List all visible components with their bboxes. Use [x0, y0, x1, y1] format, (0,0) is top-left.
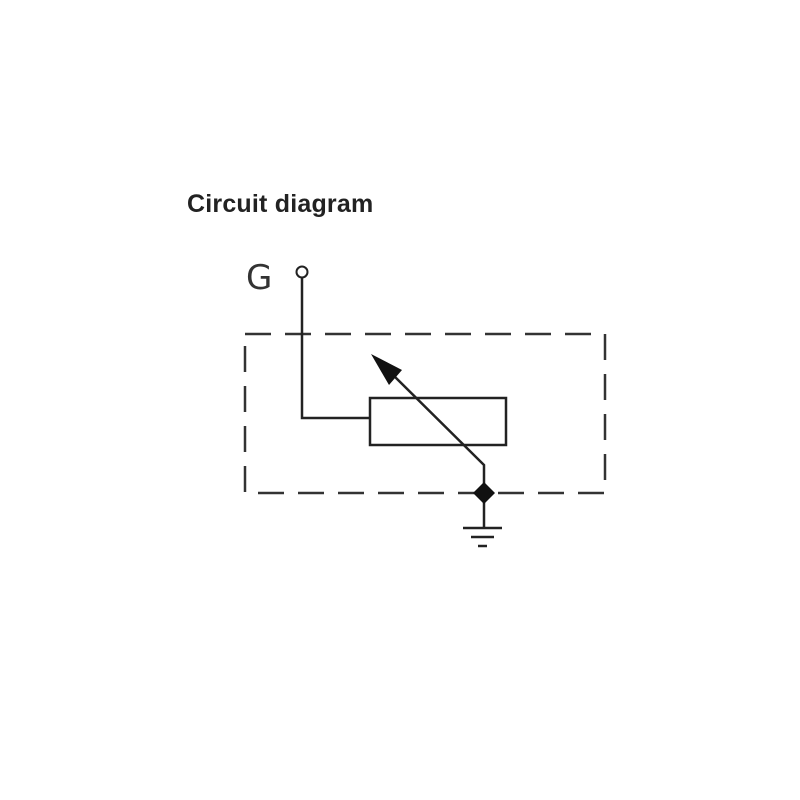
resistor	[368, 396, 508, 447]
terminal-wire	[300, 278, 370, 420]
terminal-g	[295, 265, 309, 279]
terminal-label-g: G	[246, 258, 273, 298]
diagram-title: Circuit diagram	[187, 190, 374, 218]
junction-dot	[473, 482, 495, 504]
arrowhead-icon	[371, 354, 402, 385]
variable-arrow-line	[389, 371, 486, 493]
dashed-enclosure	[243, 332, 607, 495]
